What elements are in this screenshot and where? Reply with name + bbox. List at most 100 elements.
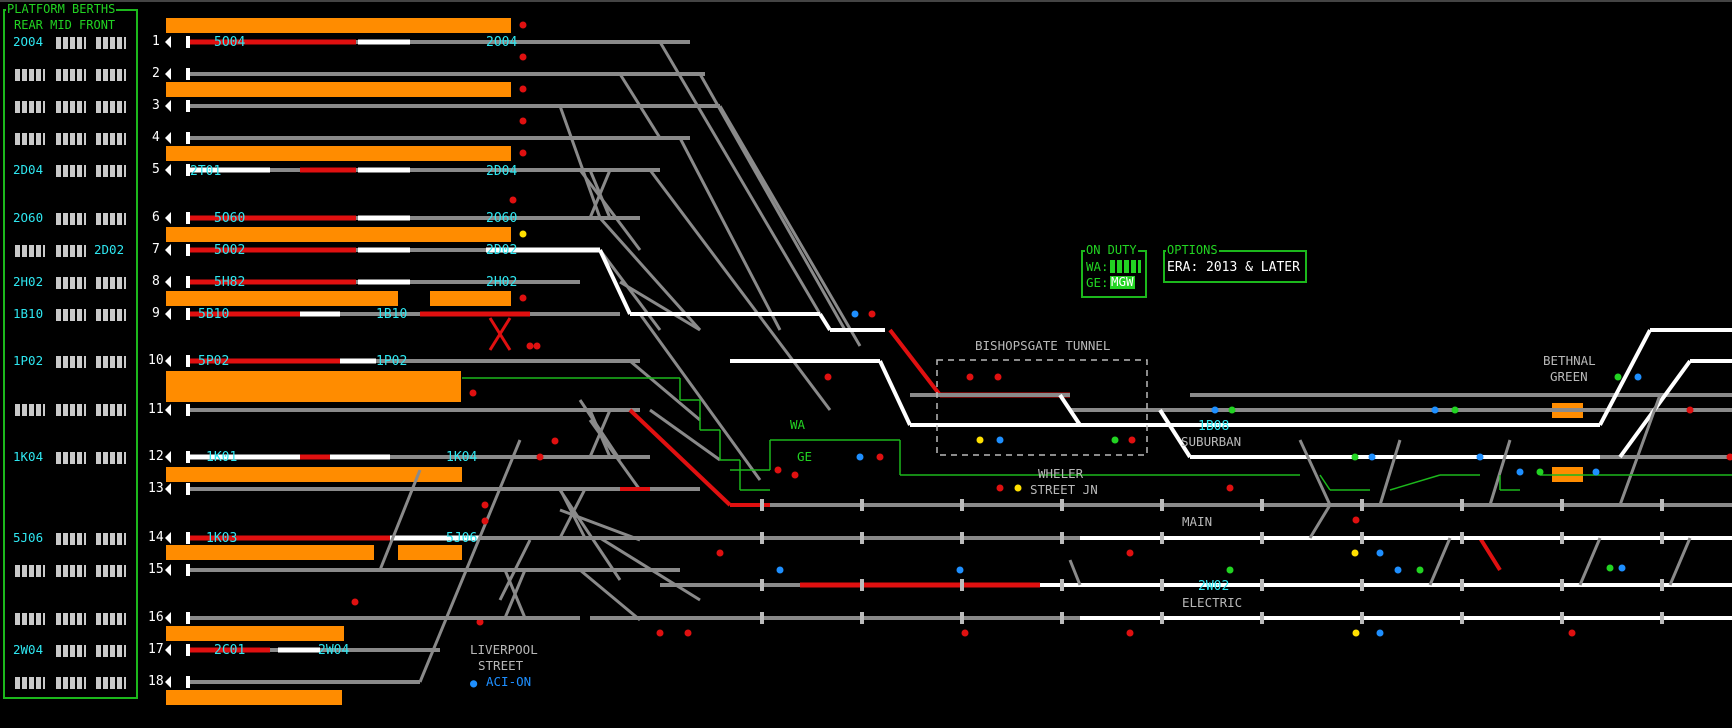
active-route	[878, 360, 912, 426]
signal-lamp	[1376, 549, 1384, 557]
berth-panel-empty-front[interactable]	[96, 356, 126, 368]
berth-panel-rear-8[interactable]: 2H02	[13, 274, 44, 289]
berth-p8-rear[interactable]: 5H82	[214, 275, 246, 290]
berth-p1-rear[interactable]: 5O04	[214, 35, 246, 50]
platform-number-12: 12	[148, 449, 164, 464]
berth-panel-empty-front[interactable]	[96, 404, 126, 416]
label-aci-on[interactable]: ACI-ON	[486, 674, 532, 689]
buffer-stop	[186, 532, 190, 544]
berth-1b08[interactable]: 1B08	[1198, 419, 1230, 434]
berth-panel-empty-front[interactable]	[96, 677, 126, 689]
berth-panel-empty-rear[interactable]	[15, 69, 45, 81]
berth-panel-empty-rear[interactable]	[15, 133, 45, 145]
berth-panel-empty-mid[interactable]	[56, 645, 86, 657]
berth-panel-rear-13[interactable]: 5J06	[13, 530, 44, 545]
berth-panel-rear-1[interactable]: 2O04	[13, 34, 44, 49]
berth-panel-empty-front[interactable]	[96, 645, 126, 657]
berth-p10-rear[interactable]: 5P02	[198, 354, 230, 369]
berth-panel-empty-front[interactable]	[96, 213, 126, 225]
berth-panel-empty-mid[interactable]	[56, 356, 86, 368]
berth-panel-empty-mid[interactable]	[56, 613, 86, 625]
berth-panel-empty-front[interactable]	[96, 133, 126, 145]
berth-p7-front[interactable]: 2D02	[486, 243, 518, 258]
berth-p14-front[interactable]: 5J06	[446, 531, 478, 546]
crossover	[618, 73, 662, 139]
berth-p8-front[interactable]: 2H02	[486, 275, 518, 290]
berth-p9-rear[interactable]: 5B10	[198, 307, 230, 322]
berth-2w02[interactable]: 2W02	[1198, 579, 1230, 594]
berth-panel-empty-front[interactable]	[96, 309, 126, 321]
berth-p14-rear[interactable]: 1K03	[206, 531, 238, 546]
berth-panel-empty-rear[interactable]	[15, 565, 45, 577]
berth-panel-empty-front[interactable]	[96, 69, 126, 81]
platform-block	[398, 545, 462, 560]
berth-panel-empty-front[interactable]	[96, 277, 126, 289]
berth-p6-front[interactable]: 2O60	[486, 211, 518, 226]
berth-panel-rear-6[interactable]: 2O60	[13, 210, 44, 225]
berth-p6-rear[interactable]: 5O60	[214, 211, 246, 226]
berth-panel-rear-10[interactable]: 1P02	[13, 353, 44, 368]
berth-panel-empty-front[interactable]	[96, 452, 126, 464]
berth-panel-empty-front[interactable]	[96, 101, 126, 113]
signal-lamp	[868, 310, 876, 318]
signal-lamp	[1352, 629, 1360, 637]
berth-panel-empty-mid[interactable]	[56, 133, 86, 145]
options-era-value[interactable]: 2013 & LATER	[1206, 260, 1300, 275]
berth-panel-empty-front[interactable]	[96, 565, 126, 577]
berth-panel-rear-9[interactable]: 1B10	[13, 306, 44, 321]
berth-panel-empty-mid[interactable]	[56, 101, 86, 113]
block-marker	[1160, 612, 1164, 624]
berth-panel-empty-front[interactable]	[96, 613, 126, 625]
on-duty-wa-value	[1110, 260, 1141, 273]
berth-panel-rear-12[interactable]: 1K04	[13, 449, 44, 464]
berth-p9-front[interactable]: 1B10	[376, 307, 408, 322]
berth-p17-rear[interactable]: 2C01	[214, 643, 246, 658]
options-panel[interactable]	[1163, 250, 1307, 283]
berth-panel-empty-mid[interactable]	[56, 69, 86, 81]
berth-panel-empty-mid[interactable]	[56, 165, 86, 177]
berth-panel-empty-mid[interactable]	[56, 452, 86, 464]
berth-panel-rear-5[interactable]: 2D04	[13, 162, 44, 177]
berth-panel-empty-front[interactable]	[96, 165, 126, 177]
crossover	[1378, 439, 1402, 506]
signal-lamp	[994, 373, 1002, 381]
berth-panel-empty-rear[interactable]	[15, 245, 45, 257]
berth-panel-empty-front[interactable]	[96, 37, 126, 49]
signal-lamp	[851, 310, 859, 318]
berth-panel-empty-mid[interactable]	[56, 533, 86, 545]
berth-panel-empty-mid[interactable]	[56, 565, 86, 577]
berth-p5-front[interactable]: 2D04	[486, 164, 518, 179]
berth-p7-rear[interactable]: 5O02	[214, 243, 246, 258]
berth-panel-empty-rear[interactable]	[15, 613, 45, 625]
signal-lamp	[996, 436, 1004, 444]
buffer-stop	[186, 308, 190, 320]
signal-lamp	[1726, 453, 1732, 461]
crossover	[1298, 439, 1332, 506]
berth-p10-front[interactable]: 1P02	[376, 354, 408, 369]
berth-panel-empty-mid[interactable]	[56, 277, 86, 289]
berth-panel-empty-mid[interactable]	[56, 37, 86, 49]
signal-lamp	[1211, 406, 1219, 414]
platform-block	[166, 18, 511, 33]
berth-p5-rear[interactable]: 2T01	[190, 164, 222, 179]
berth-panel-rear-16[interactable]: 2W04	[13, 642, 44, 657]
berth-panel-empty-rear[interactable]	[15, 101, 45, 113]
running-line	[1158, 408, 1192, 459]
berth-p17-front[interactable]: 2W04	[318, 643, 350, 658]
berth-p12-front[interactable]: 1K04	[446, 450, 478, 465]
berth-panel-empty-mid[interactable]	[56, 245, 86, 257]
label-bethnal: BETHNAL	[1543, 353, 1596, 368]
options-era-label: ERA:	[1167, 260, 1199, 275]
berth-panel-empty-mid[interactable]	[56, 404, 86, 416]
berth-panel-empty-mid[interactable]	[56, 309, 86, 321]
berth-panel-empty-mid[interactable]	[56, 213, 86, 225]
berth-panel-empty-rear[interactable]	[15, 404, 45, 416]
platform-number-6: 6	[152, 210, 160, 225]
berth-panel-empty-mid[interactable]	[56, 677, 86, 689]
berth-panel-front-7[interactable]: 2D02	[94, 242, 125, 257]
block-marker	[1460, 499, 1464, 511]
berth-p1-front[interactable]: 2O04	[486, 35, 518, 50]
berth-p12-rear[interactable]: 1K01	[206, 450, 238, 465]
berth-panel-empty-rear[interactable]	[15, 677, 45, 689]
berth-panel-empty-front[interactable]	[96, 533, 126, 545]
